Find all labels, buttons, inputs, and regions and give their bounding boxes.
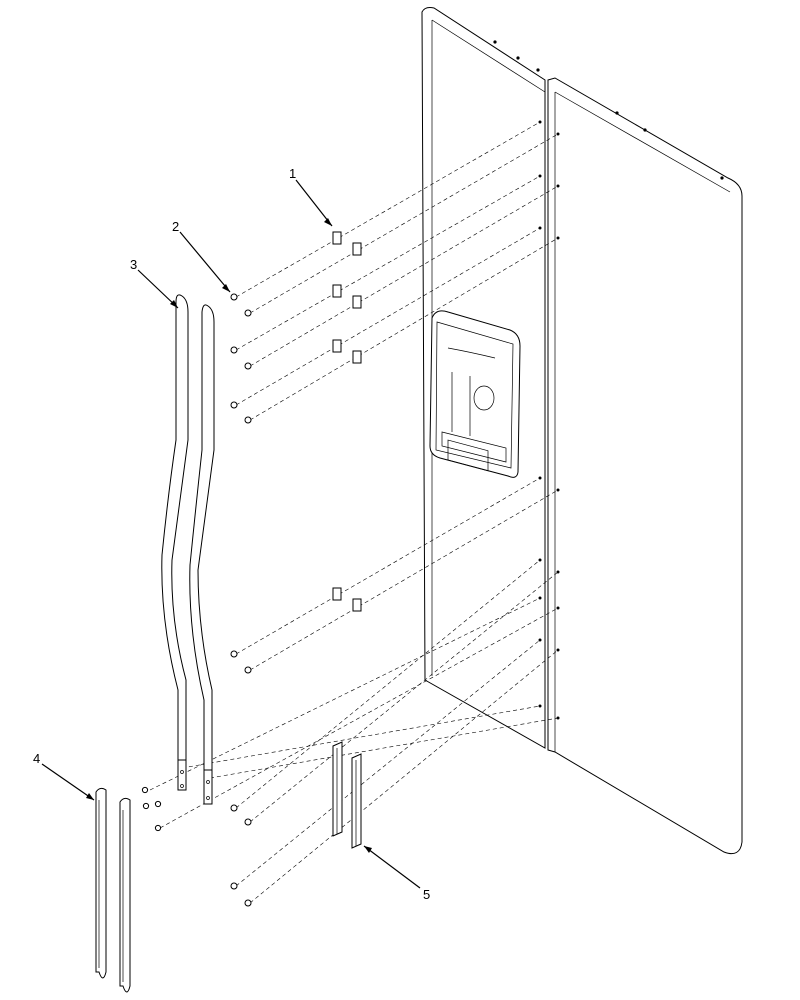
part-1-mounting-clips xyxy=(332,231,362,612)
leader-5 xyxy=(363,845,421,889)
leader-lines xyxy=(41,179,421,889)
callout-5: 5 xyxy=(423,887,430,902)
leader-2 xyxy=(179,231,231,293)
callout-2: 2 xyxy=(172,219,179,234)
callout-labels: 1 2 3 4 5 xyxy=(33,166,430,902)
callout-4: 4 xyxy=(33,751,40,766)
part-4-handle-trims xyxy=(95,787,131,993)
leader-4 xyxy=(41,763,95,801)
part-2-screws xyxy=(141,293,252,907)
leader-3 xyxy=(137,269,179,309)
assembly-lines xyxy=(149,121,559,904)
part-5-brackets xyxy=(332,741,362,849)
dispenser xyxy=(429,310,521,478)
leader-1 xyxy=(295,179,333,227)
callout-1: 1 xyxy=(289,166,296,181)
part-3-door-handles xyxy=(161,294,215,805)
fresh-food-door xyxy=(547,77,743,855)
callout-3: 3 xyxy=(130,257,137,272)
